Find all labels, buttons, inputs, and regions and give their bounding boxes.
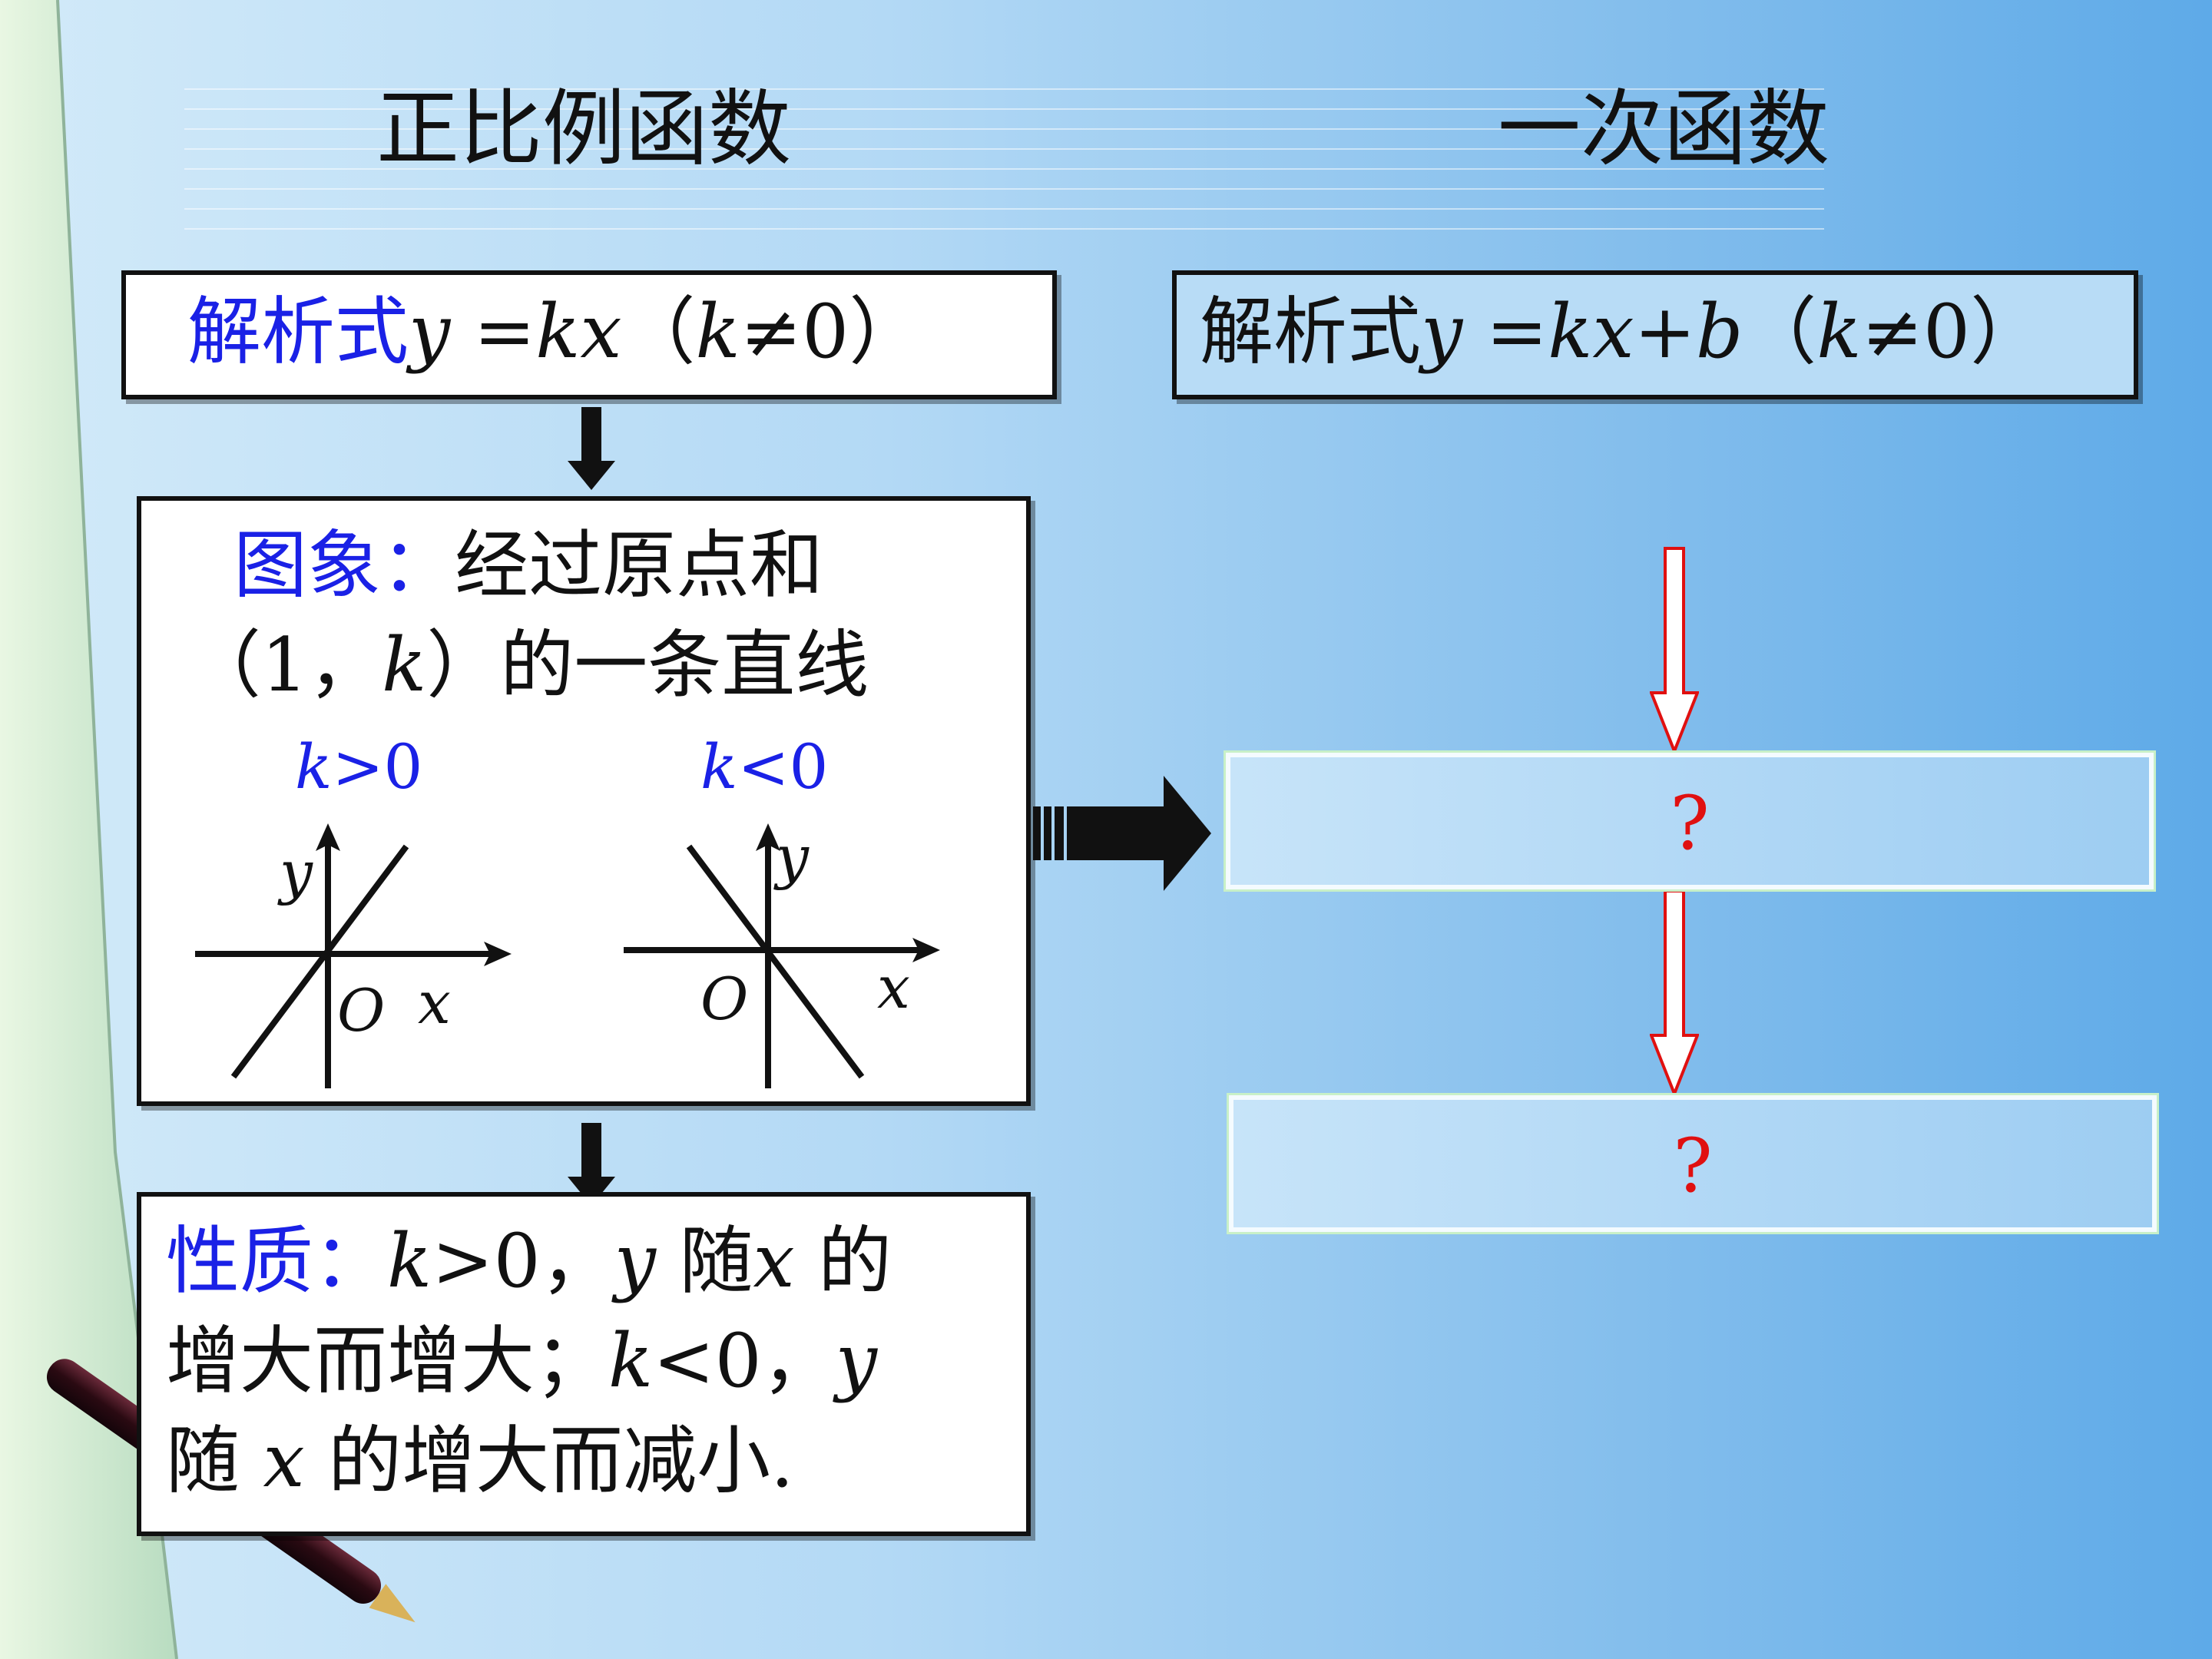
y-axis-arrow-icon [316, 823, 340, 851]
equals: = [450, 289, 536, 375]
question-mark: ? [1670, 780, 1710, 866]
property-text: >0， [432, 1218, 614, 1304]
neq-zero: ≠0） [740, 289, 923, 375]
var-y: y [1421, 289, 1463, 375]
paren-point: （1， [187, 622, 382, 708]
var-x: x [753, 1218, 795, 1304]
line-negative-slope [686, 844, 865, 1079]
property-box: 性质：k>0，y 随x 的 增大而增大；k<0，y 随 x 的增大而减小. [137, 1192, 1031, 1536]
var-b: b [1695, 289, 1743, 375]
down-arrow-icon [568, 407, 615, 490]
paren: （ [621, 289, 696, 375]
property-line-2: 增大而增大；k<0，y [166, 1312, 877, 1412]
image-label: 图象： [233, 522, 455, 608]
var-y: y [835, 1318, 877, 1404]
graph-decreasing: y x O [624, 823, 940, 1088]
var-k: k [700, 731, 738, 803]
graph-increasing: y x O [195, 823, 512, 1088]
label-k-negative: k<0 [700, 731, 828, 803]
condition: <0 [737, 731, 829, 803]
axis-label-y: y [773, 823, 810, 891]
property-text: 的 [794, 1218, 892, 1304]
property-text: 随 [655, 1218, 753, 1304]
axis-label-x: x [877, 953, 910, 1022]
var-k: k [295, 731, 333, 803]
plus: + [1634, 289, 1696, 375]
image-line-2: （1，k）的一条直线 [187, 616, 869, 716]
image-text: 经过原点和 [455, 522, 823, 608]
var-kx: kx [535, 289, 622, 375]
question-mark: ? [1673, 1123, 1713, 1209]
heading-linear-function: 一次函数 [1498, 81, 1830, 177]
var-k: k [695, 289, 740, 375]
paren: （ [1743, 289, 1817, 375]
property-text: 增大而增大； [166, 1318, 608, 1404]
image-text: ）的一条直线 [426, 622, 869, 708]
graph-description-box: 图象：经过原点和 （1，k）的一条直线 k>0 k<0 y x O y x O [137, 496, 1031, 1106]
label-k-positive: k>0 [295, 731, 422, 803]
left-formula-box: 解析式y =kx（k≠0） [121, 270, 1057, 399]
equals: = [1462, 289, 1548, 375]
property-line-3: 随 x 的增大而减小. [166, 1412, 794, 1512]
y-axis-arrow-icon [756, 823, 780, 851]
heading-proportional-function: 正比例函数 [376, 81, 792, 177]
formula-label: 解析式 [187, 289, 409, 375]
var-k: k [1816, 289, 1862, 375]
property-label: 性质： [166, 1218, 387, 1304]
var-k: k [387, 1218, 432, 1304]
formula-label: 解析式 [1200, 289, 1421, 375]
origin-label: O [700, 965, 748, 1033]
right-formula-text: 解析式y =kx+b（k≠0） [1200, 283, 2044, 382]
var-kx: kx [1548, 289, 1634, 375]
down-arrow-icon [568, 1123, 615, 1206]
question-box-property: ? [1229, 1095, 2157, 1232]
var-x: x [263, 1418, 305, 1504]
x-axis-arrow-icon [912, 938, 940, 962]
x-axis-arrow-icon [484, 942, 512, 966]
property-line-1: 性质：k>0，y 随x 的 [166, 1212, 892, 1312]
down-arrow-outline-icon [1650, 889, 1699, 1097]
question-box-image: ? [1226, 753, 2154, 889]
decorative-lines [184, 88, 1824, 246]
transfer-arrow-icon [1033, 776, 1211, 891]
property-text: <0， [653, 1318, 836, 1404]
image-line-1: 图象：经过原点和 [233, 516, 823, 616]
axis-label-x: x [418, 969, 451, 1037]
right-formula-box: 解析式y =kx+b（k≠0） [1172, 270, 2138, 399]
var-k: k [608, 1318, 654, 1404]
neq-zero: ≠0） [1861, 289, 2045, 375]
axis-label-y: y [277, 838, 313, 906]
var-k: k [382, 622, 427, 708]
left-formula-text: 解析式y =kx（k≠0） [187, 283, 922, 382]
var-y: y [614, 1218, 656, 1304]
origin-label: O [337, 976, 385, 1045]
down-arrow-outline-icon [1650, 547, 1699, 754]
line-positive-slope [230, 844, 409, 1079]
property-text: 的增大而减小. [304, 1418, 794, 1504]
condition: >0 [332, 731, 423, 803]
var-y: y [409, 289, 451, 375]
property-text: 随 [166, 1418, 263, 1504]
